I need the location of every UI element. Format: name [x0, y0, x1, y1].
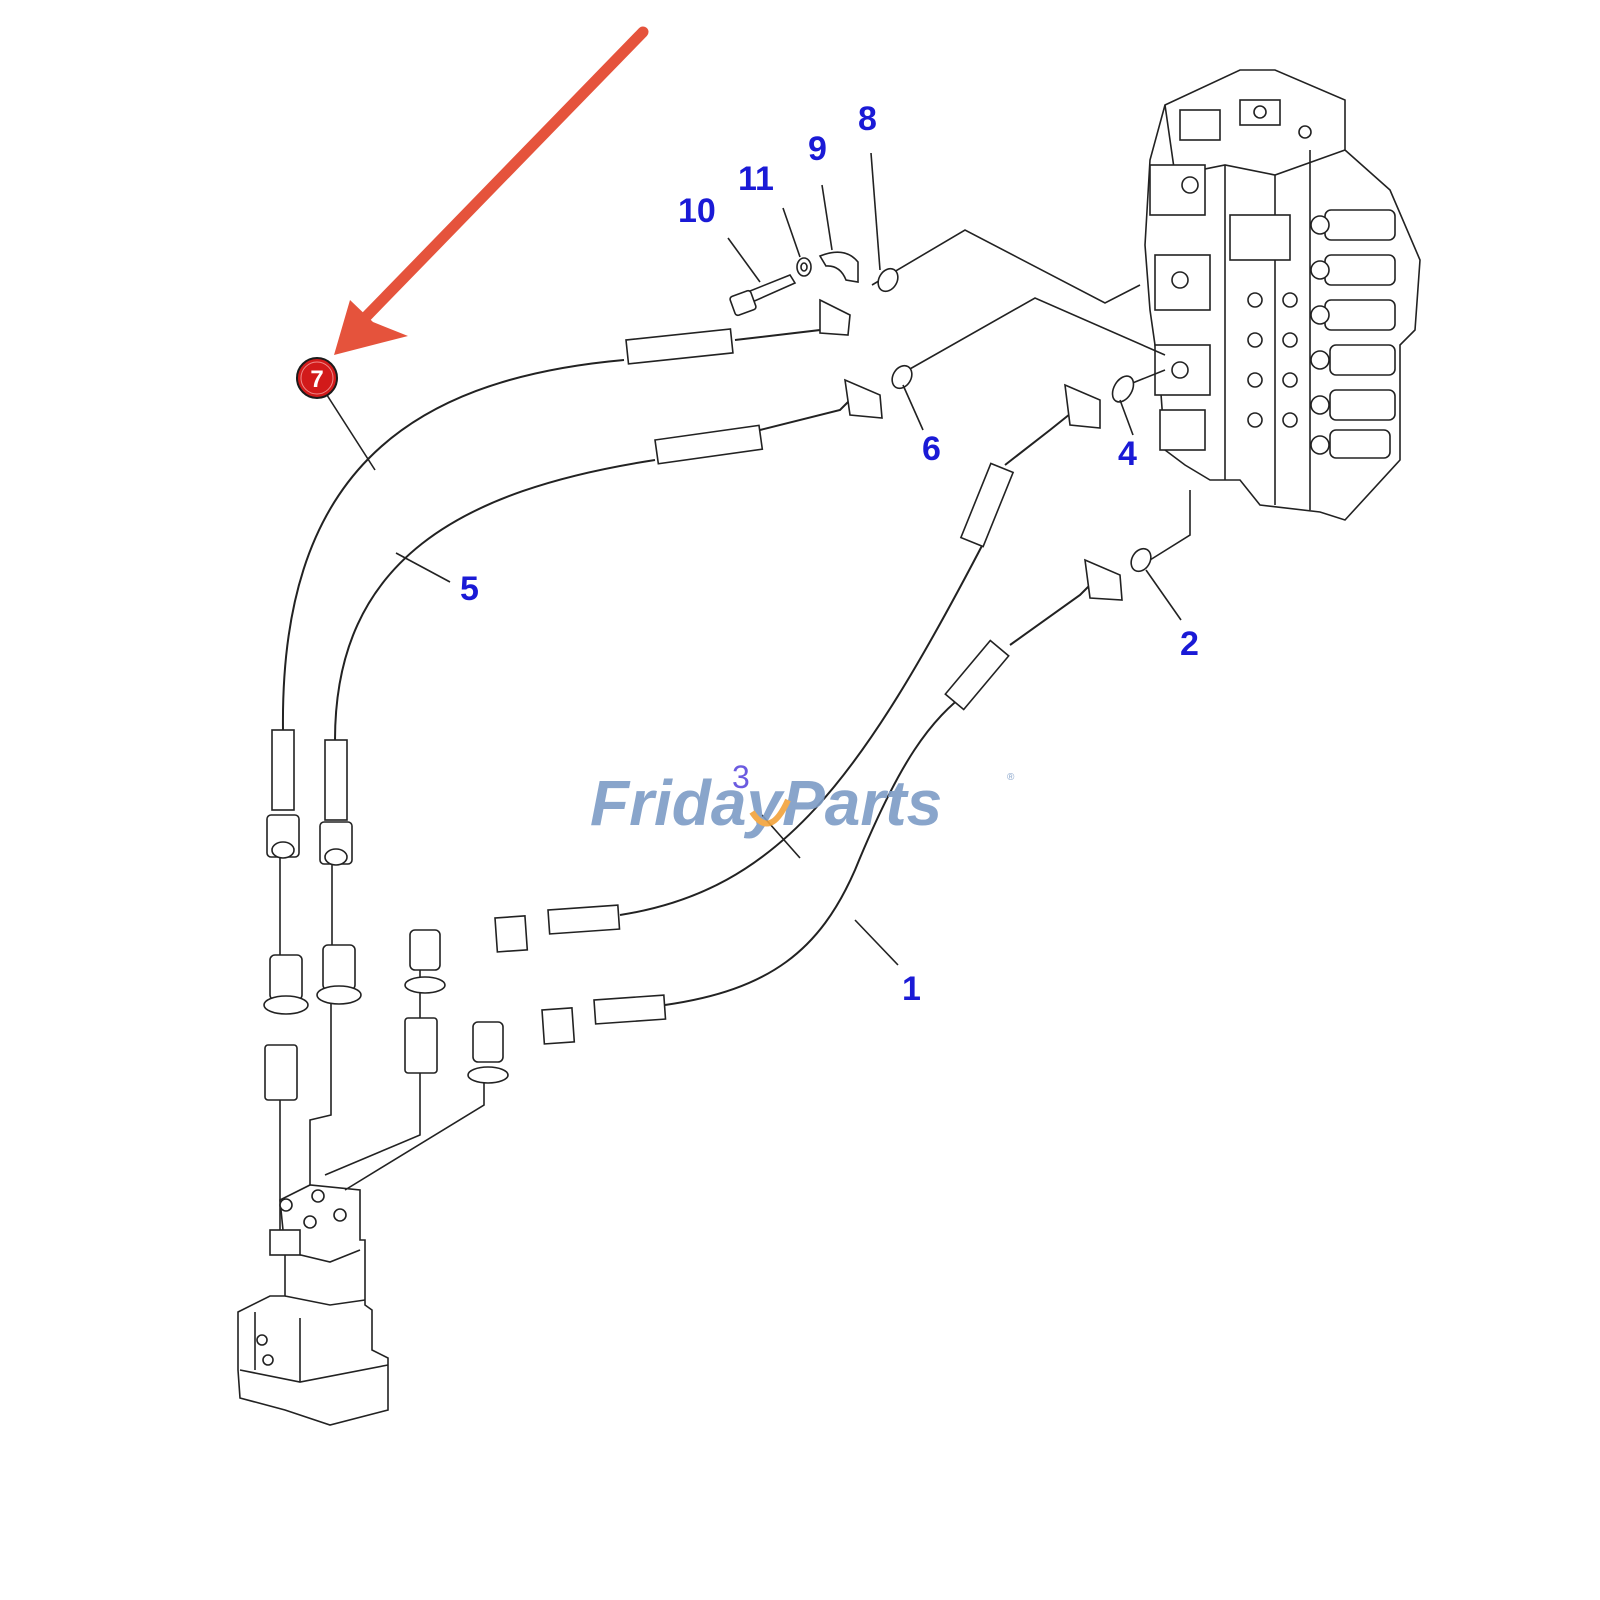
callout-2: 2 [1180, 625, 1199, 663]
washer [796, 257, 812, 277]
watermark-accent-mark [749, 798, 791, 827]
valve-plugs [1171, 105, 1330, 455]
callout-6: 6 [922, 430, 941, 468]
swivel-joint [237, 1184, 389, 1426]
callout-labels: 8 9 11 10 6 4 2 5 1 3 [460, 100, 1199, 1008]
hose-5 [319, 378, 883, 866]
hose-3 [494, 383, 1101, 953]
callout-9: 9 [808, 130, 827, 168]
callout-leaders [324, 152, 1182, 966]
callout-1: 1 [902, 970, 921, 1008]
watermark: FridayParts ® [590, 767, 1015, 839]
callout-5: 5 [460, 570, 479, 608]
fittings [263, 929, 509, 1101]
hose-1 [541, 558, 1123, 1045]
hose-7 [266, 298, 851, 859]
part-7-badge: 7 [296, 357, 338, 399]
callout-4: 4 [1118, 435, 1137, 473]
callout-11: 11 [738, 160, 774, 198]
valve-spools [1324, 209, 1396, 459]
bolt [729, 274, 797, 317]
leader-lines [279, 229, 1191, 1200]
callout-10: 10 [678, 192, 716, 230]
o-rings [877, 267, 1152, 573]
callout-8: 8 [858, 100, 877, 138]
split-flange-clamp [818, 251, 859, 283]
badge-label: 7 [310, 366, 323, 393]
callout-3: 3 [732, 759, 750, 795]
watermark-text: FridayParts [590, 767, 942, 839]
highlight-arrow [334, 26, 649, 355]
watermark-registered: ® [1007, 772, 1015, 783]
control-valve [1144, 69, 1421, 521]
